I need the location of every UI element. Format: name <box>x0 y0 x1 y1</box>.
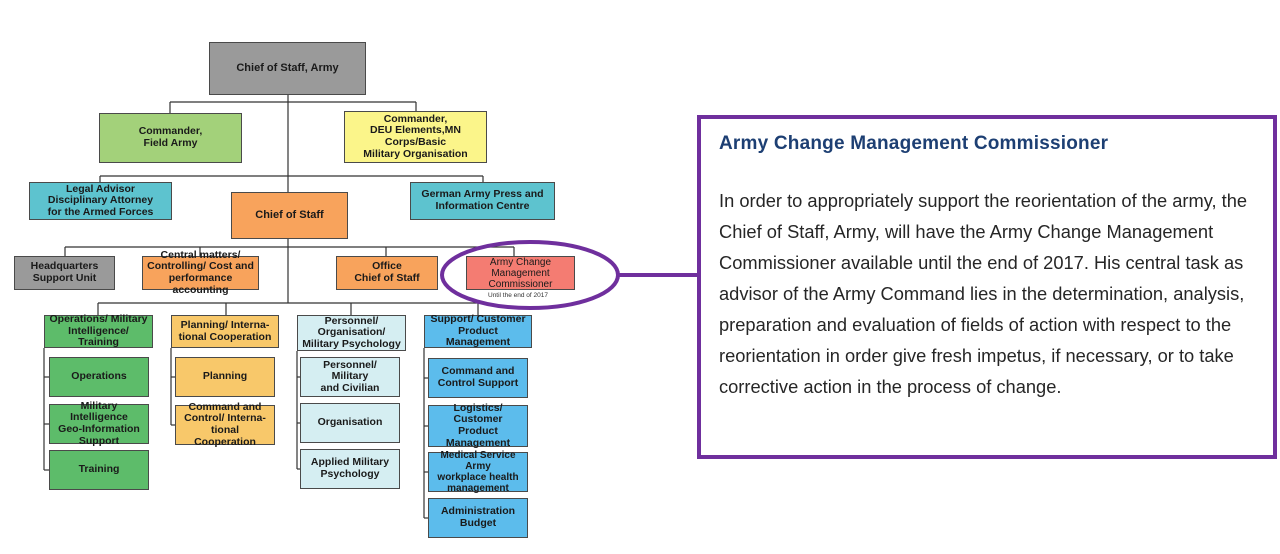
callout-box: Army Change Management Commissioner In o… <box>697 115 1277 459</box>
unit-military-intelligence-box: Military Intelligence Geo-Information Su… <box>49 400 149 446</box>
department-personnel-box: Personnel/ Organisation/ Military Psycho… <box>297 315 406 351</box>
department-operations-box: Operations/ Military Intelligence/ Train… <box>44 313 153 348</box>
change-commissioner-note: Until the end of 2017 <box>488 292 548 299</box>
unit-logistics-box: Logistics/ Customer Product Management <box>428 402 528 448</box>
unit-applied-psychology-box: Applied Military Psychology <box>300 449 400 489</box>
unit-command-control-intl-box: Command and Control/ Interna- tional Coo… <box>175 401 275 447</box>
chief-of-staff-army-box: Chief of Staff, Army <box>209 42 366 95</box>
unit-command-control-support-box: Command and Control Support <box>428 358 528 398</box>
headquarters-support-box: Headquarters Support Unit <box>14 256 115 290</box>
unit-medical-service-box: Medical Service Army workplace health ma… <box>428 450 528 494</box>
callout-title: Army Change Management Commissioner <box>719 133 1109 154</box>
legal-advisor-box: Legal Advisor Disciplinary Attorney for … <box>29 182 172 220</box>
department-support-box: Support/ Customer Product Management <box>424 313 532 348</box>
chief-of-staff-box: Chief of Staff <box>231 192 348 239</box>
unit-planning-box: Planning <box>175 357 275 397</box>
unit-operations-box: Operations <box>49 357 149 397</box>
unit-training-box: Training <box>49 450 149 490</box>
commander-deu-box: Commander, DEU Elements,MN Corps/Basic M… <box>344 111 487 163</box>
office-chief-of-staff-box: Office Chief of Staff <box>336 256 438 290</box>
unit-personnel-box: Personnel/ Military and Civilian <box>300 357 400 397</box>
change-commissioner-box: Army Change Management Commissioner <box>466 256 575 290</box>
commander-field-army-box: Commander, Field Army <box>99 113 242 163</box>
press-centre-box: German Army Press and Information Centre <box>410 182 555 220</box>
unit-organisation-box: Organisation <box>300 403 400 443</box>
central-matters-box: Central matters/ Controlling/ Cost and p… <box>142 249 259 295</box>
unit-administration-budget-box: Administration Budget <box>428 498 528 538</box>
department-planning-box: Planning/ Interna- tional Cooperation <box>171 315 279 348</box>
callout-body: In order to appropriately support the re… <box>719 190 1248 397</box>
